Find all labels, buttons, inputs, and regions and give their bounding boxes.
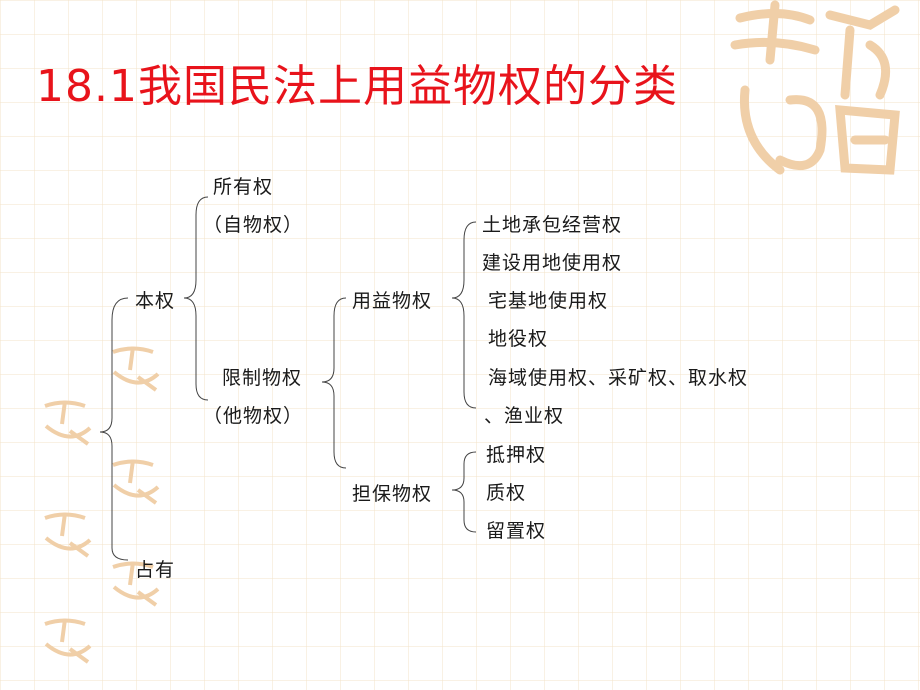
brace-root <box>99 297 129 561</box>
usufruct-item: 建设用地使用权 <box>482 252 623 274</box>
calligraphy-stamp-4 <box>44 512 92 558</box>
calligraphy-stamp-1 <box>112 346 160 392</box>
security-item: 留置权 <box>486 520 547 542</box>
security-item: 质权 <box>486 482 527 504</box>
node-other-right: （他物权） <box>203 405 304 427</box>
usufruct-item: 地役权 <box>488 328 549 350</box>
brace-security <box>451 451 477 533</box>
node-security: 担保物权 <box>352 483 433 505</box>
calligraphy-stamp-2 <box>44 400 92 446</box>
calligraphy-stamp-3 <box>112 459 160 505</box>
node-limited-right: 限制物权 <box>222 367 303 389</box>
brace-benquan <box>183 196 209 401</box>
slide-title: 18.1我国民法上用益物权的分类 <box>36 61 678 112</box>
usufruct-item: 土地承包经营权 <box>482 214 623 236</box>
calligraphy-stamp-5 <box>112 561 160 607</box>
calligraphy-stamp-6 <box>44 618 92 664</box>
node-possession: 占有 <box>135 559 176 581</box>
node-self-right: （自物权） <box>203 214 304 236</box>
node-usufruct: 用益物权 <box>352 290 433 312</box>
brace-usufruct <box>451 221 477 409</box>
security-item: 抵押权 <box>486 444 547 466</box>
brace-limited <box>321 297 347 469</box>
calligraphy-decoration-large <box>730 0 900 175</box>
usufruct-item: 、渔业权 <box>484 405 565 427</box>
usufruct-item: 海域使用权、采矿权、取水权 <box>488 367 749 389</box>
node-benquan: 本权 <box>135 290 176 312</box>
usufruct-item: 宅基地使用权 <box>488 290 609 312</box>
node-ownership: 所有权 <box>213 176 274 198</box>
